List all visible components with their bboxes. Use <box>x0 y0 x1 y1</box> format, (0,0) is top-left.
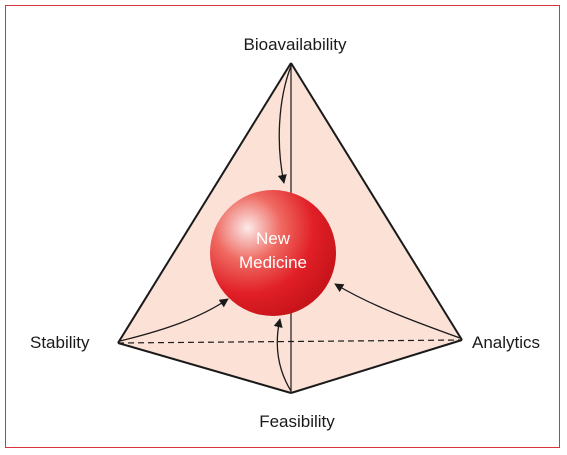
edge-left-right-hidden <box>117 339 463 344</box>
diagram-frame <box>5 5 560 448</box>
new-medicine-sphere <box>210 190 336 316</box>
vertex-label-analytics: Analytics <box>472 333 540 352</box>
tetrahedron-edges <box>117 62 463 394</box>
edge-top-right <box>290 62 463 341</box>
edge-right-bottom <box>290 339 463 394</box>
tetrahedron-face-right <box>291 63 462 393</box>
edge-top-left <box>117 62 292 344</box>
arrow-bioavailability <box>277 65 292 184</box>
vertex-label-feasibility: Feasibility <box>259 412 335 431</box>
vertex-label-bioavailability: Bioavailability <box>244 35 347 54</box>
arrow-stability <box>119 298 229 342</box>
center-label-line1: New <box>256 229 291 248</box>
influence-arrows <box>119 65 461 392</box>
center-label-line2: Medicine <box>239 253 307 272</box>
arrow-analytics <box>334 283 461 339</box>
arrow-feasibility <box>273 318 292 392</box>
vertex-label-stability: Stability <box>30 333 90 352</box>
edge-left-bottom <box>117 342 292 394</box>
